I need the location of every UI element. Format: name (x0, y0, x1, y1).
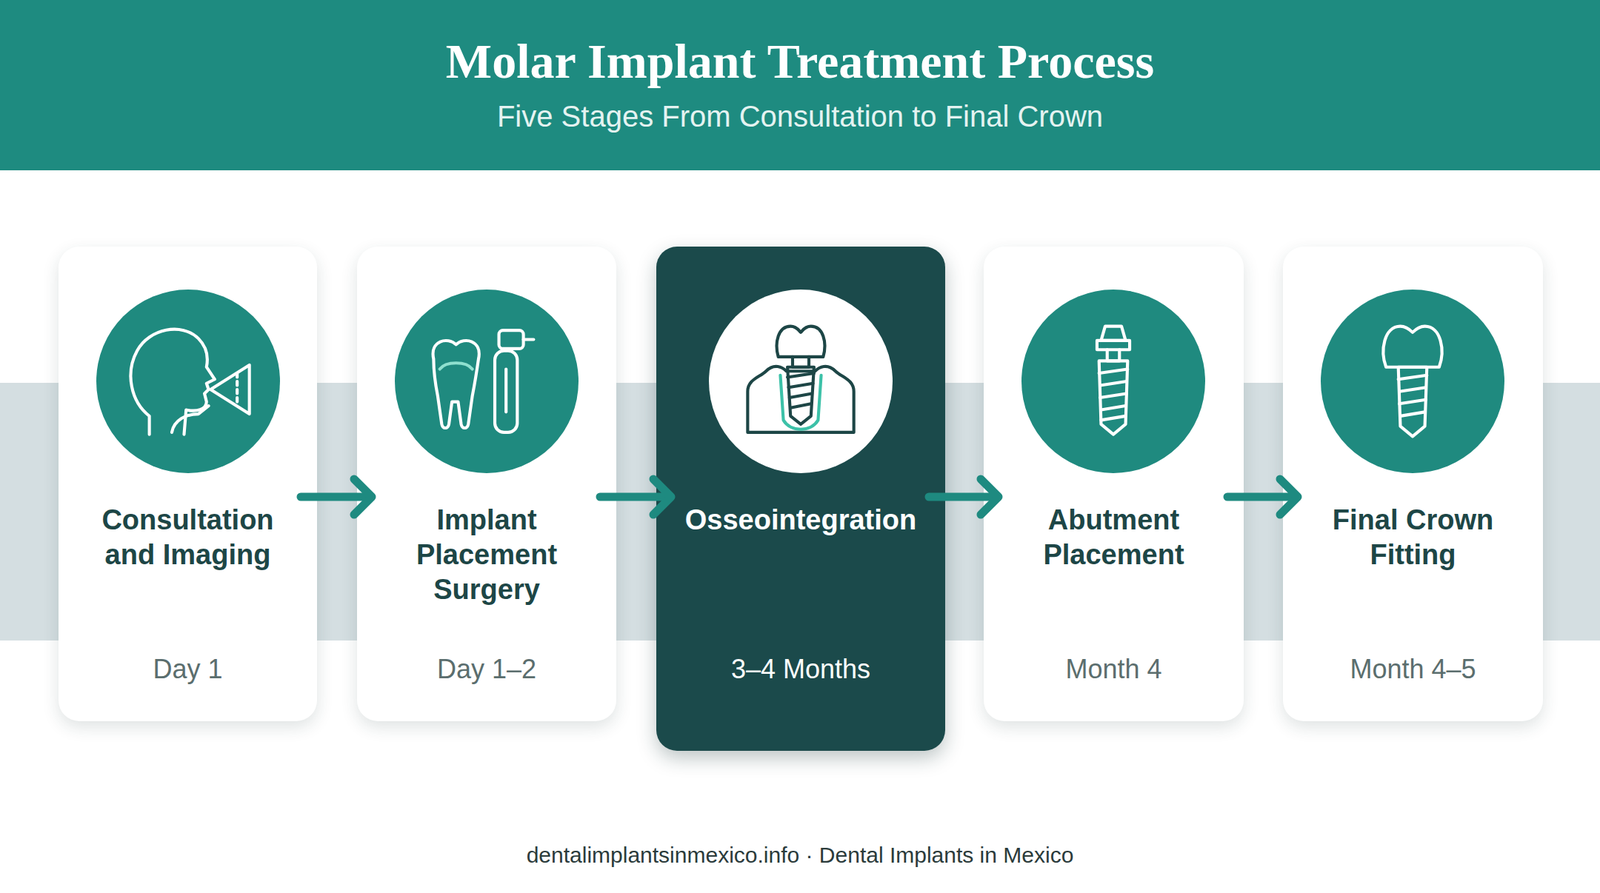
stage-timing: Month 4–5 (1282, 653, 1543, 686)
icon-stroke (499, 330, 524, 349)
arrow-shaft (600, 493, 669, 502)
icon-stroke (1398, 375, 1428, 417)
osseointegration-icon (747, 326, 854, 433)
stage-card: Consultation and ImagingDay 1 (58, 246, 318, 722)
icon-stroke (523, 337, 535, 341)
icon-stroke (433, 340, 480, 429)
stage-name: Implant Placement Surgery (357, 502, 617, 608)
icon-stroke (171, 405, 209, 433)
arrow-head (354, 479, 372, 515)
surgery-icon (433, 330, 535, 433)
icon-stroke (787, 373, 815, 409)
arrow-shaft (300, 493, 369, 502)
scan-icon (130, 329, 249, 435)
stage-card: Final Crown FittingMonth 4–5 (1282, 246, 1543, 722)
icon-circle (96, 289, 280, 474)
crown-icon (1383, 326, 1443, 438)
icon-stroke (494, 351, 518, 433)
arrow-head (980, 479, 999, 515)
icon-circle (394, 289, 579, 474)
icon-stroke (787, 367, 815, 425)
stage-name: Final Crown Fitting (1282, 502, 1543, 573)
icon-stroke (792, 357, 809, 368)
icon-stroke (1383, 326, 1443, 368)
footer-text: dentalimplantsinmexico.info · Dental Imp… (0, 841, 1600, 870)
stage-card: Abutment PlacementMonth 4 (983, 246, 1244, 722)
icon-stroke (1100, 326, 1126, 341)
flow-arrow (1227, 479, 1298, 515)
icon-stroke (504, 368, 508, 412)
icon-circle (1320, 289, 1505, 474)
highlight-stage-card: Osseointegration 3–4 Months (656, 246, 946, 752)
stage-name: Consultation and Imaging (58, 502, 318, 573)
icon-stroke (210, 365, 249, 415)
icon-circle (1021, 289, 1206, 474)
icon-stroke (1398, 367, 1428, 438)
icon-stroke (777, 326, 826, 358)
arrow-head (1280, 479, 1298, 515)
flow-arrow (928, 479, 999, 515)
icon-stroke (1097, 340, 1130, 350)
page-title: Molar Implant Treatment Process (0, 31, 1600, 92)
abutment-icon (1097, 326, 1130, 435)
icon-stroke (235, 373, 239, 406)
arrow-shaft (928, 493, 996, 502)
icon-stroke (130, 329, 215, 435)
stage-timing: 3–4 Months (656, 653, 946, 686)
icon-stroke (780, 375, 821, 430)
header-band: Molar Implant Treatment ProcessFive Stag… (0, 0, 1600, 171)
flow-arrow (300, 479, 372, 515)
stage-card: Implant Placement SurgeryDay 1–2 (357, 246, 617, 722)
stage-timing: Day 1–2 (357, 653, 617, 686)
icon-stroke (1107, 349, 1120, 361)
arrow-head (653, 479, 672, 515)
stage-timing: Day 1 (58, 653, 318, 686)
arrow-shaft (1227, 493, 1295, 502)
stage-name: Osseointegration (656, 502, 946, 538)
icon-circle (708, 289, 893, 474)
icon-stroke (440, 362, 473, 369)
icon-stroke (1099, 368, 1129, 420)
flow-arrow (600, 479, 672, 515)
icon-stroke (747, 366, 854, 433)
icon-stroke (1099, 360, 1129, 435)
stage-timing: Month 4 (983, 653, 1244, 686)
stage-name: Abutment Placement (983, 502, 1244, 573)
subtitle-text: Five Stages From Consultation to Final C… (0, 99, 1600, 134)
